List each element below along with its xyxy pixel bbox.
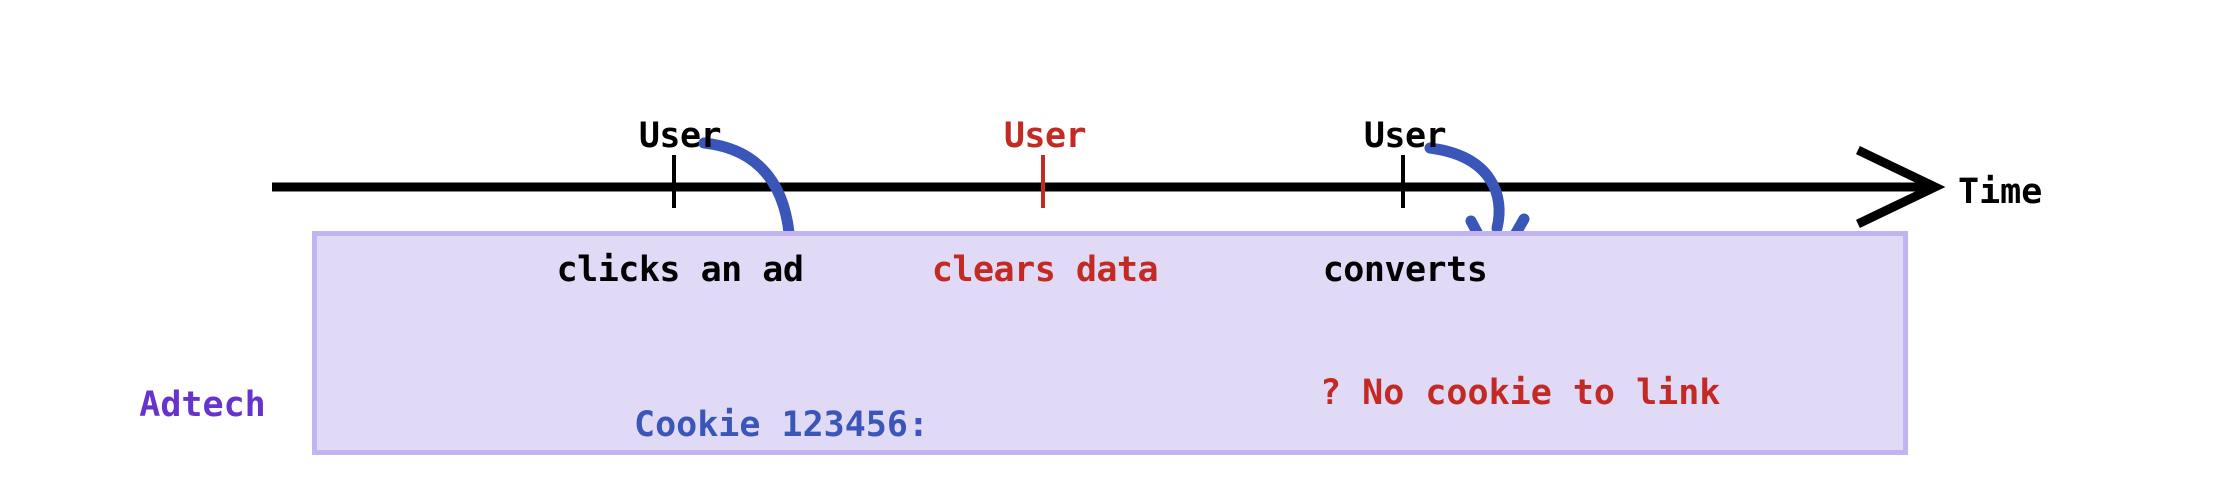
adtech-server-band	[312, 231, 1908, 455]
event-label-converts-line1: User	[1363, 115, 1447, 156]
adtech-server-label-line1: Adtech	[139, 384, 266, 425]
time-axis-arrowhead	[1855, 145, 1946, 229]
no-cookie-note-line1: ? No cookie to link	[1320, 372, 1721, 413]
event-label-clear-data-line2: clears data	[931, 249, 1159, 290]
cookie-log-note-line1: Cookie 123456:	[634, 404, 930, 445]
event-label-clear-data-line1: User	[1003, 115, 1087, 156]
adtech-server-label: Adtech server	[100, 293, 305, 498]
no-cookie-note: ? No cookie to link this conversion to ⇒…	[1320, 281, 1720, 498]
time-axis-caption: Time	[1958, 172, 2043, 212]
cookie-log-note: Cookie 123456: Ad clicked	[634, 313, 929, 498]
event-label-click: User clicks an ad	[470, 24, 890, 382]
event-label-converts: User converts	[1200, 24, 1610, 382]
event-label-click-line1: User	[638, 115, 722, 156]
event-label-clear-data: User clears data	[840, 24, 1250, 382]
event-label-click-line2: clicks an ad	[556, 249, 804, 290]
event-label-converts-line2: converts	[1322, 249, 1488, 290]
